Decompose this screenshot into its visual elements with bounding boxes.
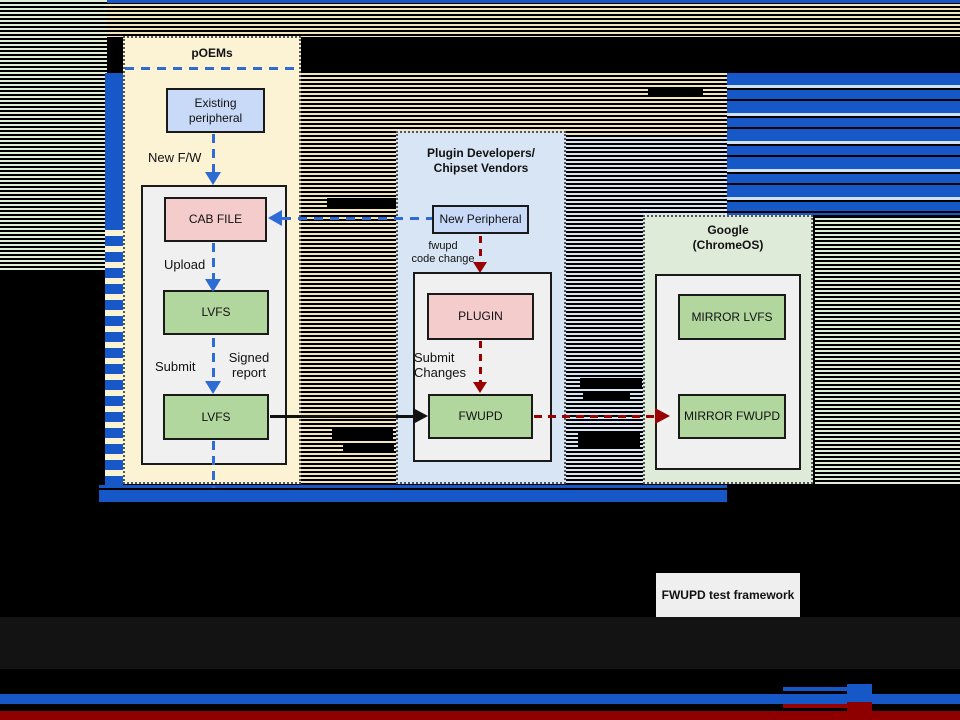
glitch-blue-underline [99, 485, 727, 488]
arrow-codechange-line [479, 236, 482, 264]
glitch-legend-red-line [783, 704, 847, 708]
glitch-blob [343, 443, 394, 453]
glitch-cream-stripes-gap1 [300, 137, 396, 484]
glitch-legend-blue-line [783, 687, 847, 691]
glitch-blob [655, 53, 733, 62]
glitch-blue-band-right [727, 73, 960, 215]
poems-zone-title: pOEMs [191, 46, 233, 60]
arrow-down-icon [205, 279, 221, 292]
plugin-box: PLUGIN [427, 293, 534, 340]
arrow-fwupd-mirror-line [534, 415, 655, 418]
glitch-blob [578, 433, 640, 447]
submit-label: Submit [155, 359, 196, 374]
arrow-down-icon [205, 172, 221, 185]
glitch-blob [580, 378, 642, 389]
arrow-newfw-line [212, 134, 215, 172]
glitch-lightblue-stripes-above-google [643, 137, 727, 218]
glitch-blob [327, 198, 397, 208]
submit-changes-label: Submit Changes [414, 350, 467, 380]
fwupd-test-framework-box: FWUPD test framework [656, 573, 800, 617]
glitch-blob [583, 392, 630, 401]
glitch-blue-bar-mid [99, 490, 727, 502]
arrow-down-icon [205, 381, 221, 394]
arrow-newperipheral-cab-line [282, 217, 432, 220]
fwupd-box: FWUPD [428, 394, 533, 439]
glitch-blue-dash-column [105, 220, 123, 487]
glitch-cream-stripes-top [0, 0, 960, 37]
glitch-green-stripes-left [0, 0, 107, 271]
existing-peripheral-box: Existing peripheral [166, 88, 265, 133]
mirror-lvfs-box: MIRROR LVFS [678, 294, 786, 340]
plugin-devs-zone-title: Plugin Developers/ Chipset Vendors [426, 146, 536, 175]
new-peripheral-box: New Peripheral [432, 205, 529, 234]
glitch-green-stripes-right [815, 218, 960, 484]
glitch-blob [648, 87, 703, 95]
glitch-bottom-red-bar [0, 711, 960, 720]
arrow-down-icon [473, 382, 487, 393]
google-zone-title: Google (ChromeOS) [692, 223, 764, 252]
mirror-fwupd-box: MIRROR FWUPD [678, 394, 786, 439]
glitch-lightblue-stripes-gap2 [566, 137, 643, 484]
arrow-left-icon [268, 210, 282, 226]
upload-label: Upload [164, 257, 206, 272]
arrow-right-icon [655, 408, 670, 424]
arrow-submit-line [212, 338, 215, 382]
poems-header-dashed-line [125, 67, 299, 70]
arrow-lvfs-fwupd-line [270, 415, 415, 418]
glitch-bottom-blue-bar [0, 694, 960, 704]
fwupd-code-change-label: fwupd code change [411, 240, 475, 266]
lvfs-upper-box: LVFS [163, 290, 269, 335]
arrow-down-icon [473, 262, 487, 273]
arrow-upload-line [212, 243, 215, 281]
glitch-cream-stripes-mid [300, 73, 727, 137]
signed-report-label: Signed report [228, 350, 270, 380]
arrow-right-icon [413, 408, 428, 424]
glitch-blob [332, 428, 393, 440]
new-fw-label: New F/W [148, 150, 202, 165]
glitch-blue-column [105, 73, 123, 220]
glitch-dark-band [0, 617, 960, 669]
cab-file-box: CAB FILE [164, 197, 267, 242]
arrow-continue-line [212, 441, 215, 488]
lvfs-lower-box: LVFS [163, 394, 269, 440]
arrow-submit-changes-line [479, 341, 482, 383]
glitch-blue-line-top [0, 0, 960, 3]
